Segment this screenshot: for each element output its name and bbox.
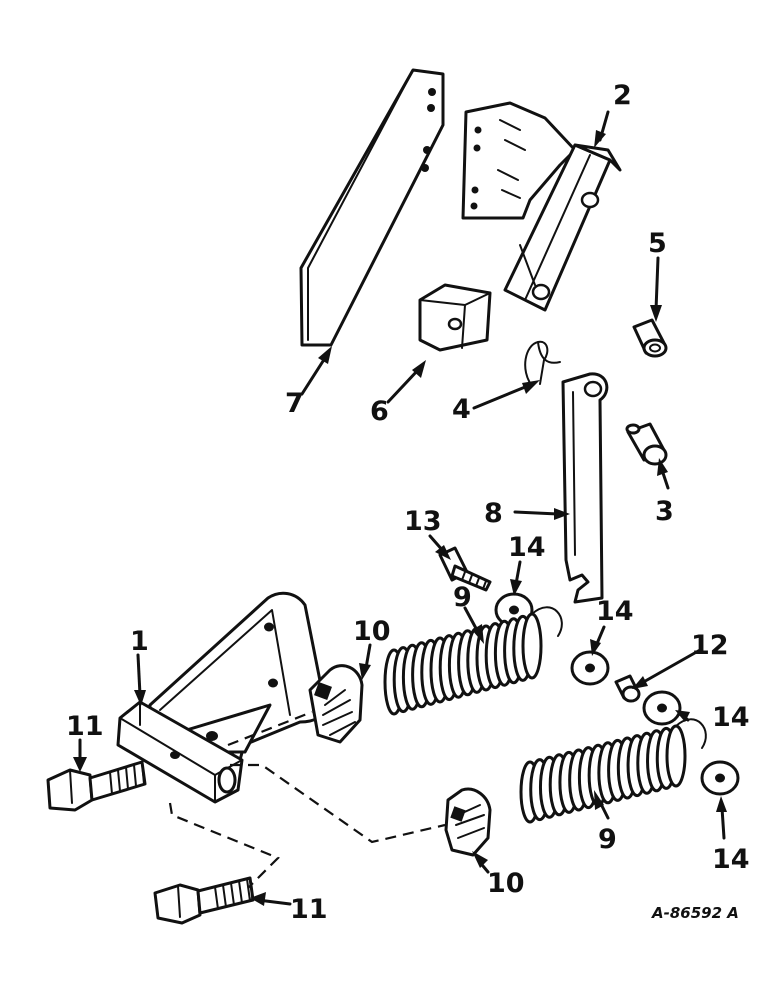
washer-d — [700, 760, 740, 796]
hairpin-cotter — [524, 340, 561, 387]
callout-9-lower: 9 — [598, 824, 617, 855]
assembly-line-upper — [227, 710, 313, 747]
callout-4: 4 — [452, 394, 471, 425]
shank-blade — [299, 68, 445, 347]
drawing-reference: A-86592 A — [651, 904, 739, 922]
bushing — [632, 318, 668, 358]
callout-10-upper: 10 — [353, 616, 391, 647]
callout-8: 8 — [484, 498, 503, 529]
callout-9-upper: 9 — [453, 582, 472, 613]
spacer — [614, 674, 641, 703]
assembly-line-bolt — [168, 802, 280, 889]
callout-5: 5 — [648, 228, 667, 259]
spring-upper — [383, 606, 563, 716]
callout-10-lower: 10 — [487, 868, 525, 899]
callout-14-a: 14 — [508, 532, 546, 563]
callout-1: 1 — [130, 626, 149, 657]
assembly-line-lower — [230, 763, 446, 844]
link-bar — [561, 372, 609, 604]
washer-c — [642, 690, 682, 726]
bolt-lower — [153, 876, 255, 925]
callout-labels: 2 5 3 4 6 7 8 13 14 9 14 12 14 1 10 11 9… — [66, 80, 750, 925]
anchor-bracket — [116, 591, 327, 804]
callout-11-lower: 11 — [290, 894, 328, 925]
callout-12: 12 — [691, 630, 729, 661]
callout-14-c: 14 — [712, 702, 750, 733]
callout-11-upper: 11 — [66, 711, 104, 742]
leader-arrows — [73, 110, 727, 906]
callout-14-b: 14 — [596, 596, 634, 627]
callout-14-d: 14 — [712, 844, 750, 875]
washer-b — [570, 650, 610, 686]
spring-lower — [519, 718, 707, 824]
spring-nut-upper — [308, 664, 364, 744]
spring-nut-lower — [444, 787, 492, 857]
callout-7: 7 — [285, 388, 304, 419]
callout-13: 13 — [404, 506, 442, 537]
callout-3: 3 — [655, 496, 674, 527]
bolt-upper — [46, 760, 147, 812]
square-block — [418, 283, 492, 352]
callout-6: 6 — [370, 396, 389, 427]
clevis-pin — [625, 422, 668, 466]
callout-2: 2 — [613, 80, 632, 111]
pivot-bracket — [461, 101, 622, 312]
